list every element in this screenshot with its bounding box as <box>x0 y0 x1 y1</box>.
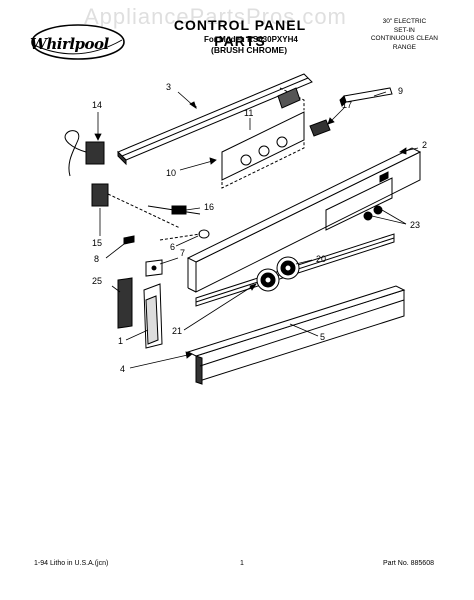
label-part-8: 8 <box>94 254 99 264</box>
part-14-thermostat <box>64 130 105 177</box>
label-part-21: 21 <box>172 326 182 336</box>
part-1-end-cap <box>143 283 163 349</box>
label-part-20: 20 <box>316 254 326 264</box>
label-part-1: 1 <box>118 336 123 346</box>
label-part-7: 7 <box>180 248 185 258</box>
part-11-rear-bracket <box>221 87 305 189</box>
part-8-clip <box>123 235 135 245</box>
label-part-9: 9 <box>398 86 403 96</box>
part-25-side-bracket <box>117 277 133 329</box>
label-part-14: 14 <box>92 100 102 110</box>
label-part-17: 17 <box>342 100 352 110</box>
whirlpool-logo: Whirlpool <box>30 20 126 70</box>
finish-subtitle: (BRUSH CHROME) <box>211 45 288 55</box>
part-17-switch <box>309 119 331 137</box>
part-7-bracket <box>145 259 163 277</box>
part-16-indicator <box>147 205 201 215</box>
part-15-infinite-switch <box>91 183 181 229</box>
brand-name: Whirlpool <box>30 35 109 53</box>
range-note-line: SET-IN <box>393 26 415 34</box>
label-part-10: 10 <box>166 168 176 178</box>
part-6-lamp <box>159 229 210 241</box>
logo-swirl-icon <box>31 24 125 60</box>
footer-page-number: 1 <box>240 560 244 567</box>
label-part-16: 16 <box>204 202 214 212</box>
footer-print-info: 1-94 Litho in U.S.A.(jcn) <box>34 560 109 567</box>
model-number: For Model: RS630PXYH4 <box>204 35 298 44</box>
label-part-11: 11 <box>244 108 253 118</box>
part-20-knob <box>276 256 300 280</box>
label-part-23: 23 <box>410 220 420 230</box>
label-part-3: 3 <box>166 82 171 92</box>
part-2-control-panel <box>186 147 422 293</box>
part-23-screws <box>363 205 383 221</box>
part-number-labels: 3 2 14 9 11 17 10 16 15 8 6 7 20 23 25 2… <box>92 82 427 374</box>
label-part-25: 25 <box>92 276 102 286</box>
part-4-bottom-rail <box>186 285 406 385</box>
label-part-2: 2 <box>422 140 427 150</box>
range-description: 30" ELECTRIC SET-IN CONTINUOUS CLEAN RAN… <box>371 18 438 52</box>
range-note-line: CONTINUOUS CLEAN <box>370 35 438 42</box>
label-part-5: 5 <box>320 332 325 342</box>
part-3-top-trim <box>117 73 313 166</box>
page-title: CONTROL PANEL PARTS <box>173 17 307 49</box>
watermark: AppliancePartsPros.com <box>84 4 347 29</box>
label-part-4: 4 <box>120 364 125 374</box>
range-note-line: 30" ELECTRIC <box>382 18 427 25</box>
footer-part-number: Part No. 885608 <box>383 560 434 567</box>
leader-lines <box>94 91 419 369</box>
part-21-knob <box>256 268 280 292</box>
label-part-6: 6 <box>170 242 175 252</box>
range-note-line: RANGE <box>392 43 416 51</box>
label-part-15: 15 <box>92 238 102 248</box>
part-9-bracket <box>339 87 393 107</box>
